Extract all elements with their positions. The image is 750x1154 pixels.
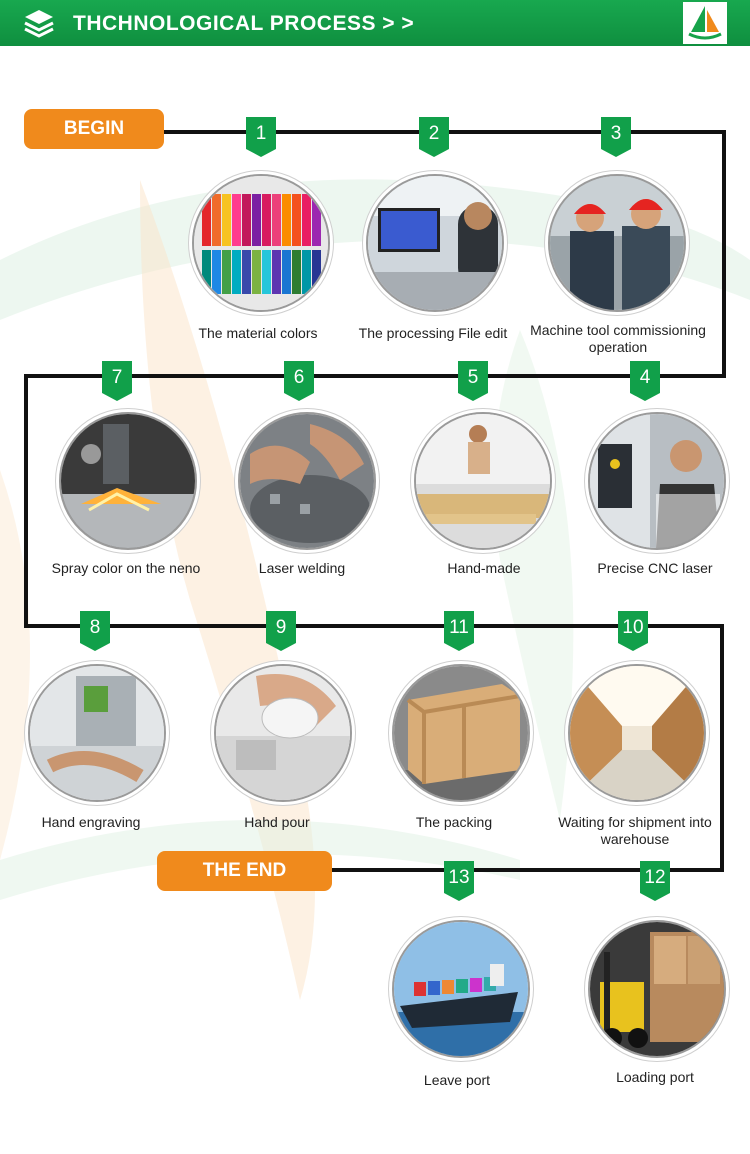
sailboat-logo-icon (688, 6, 722, 40)
hands-welding-parts-photo (238, 412, 376, 550)
step-caption: The material colors (198, 325, 318, 341)
layers-icon (24, 10, 54, 38)
step-number: 1 (255, 123, 267, 144)
acrylic-color-sheets-photo (192, 174, 330, 312)
step-caption: Machine tool commissioning operation (530, 322, 706, 355)
step-number: 8 (89, 617, 101, 638)
forklift-loading-photo (588, 920, 726, 1058)
step-number: 10 (622, 617, 644, 638)
step-number-badge: 7 (102, 361, 132, 401)
step-number-badge: 10 (618, 611, 648, 651)
step-number-badge: 11 (444, 611, 474, 651)
cnc-operator-photo (588, 412, 726, 550)
company-logo (683, 2, 727, 44)
step-number-badge: 1 (246, 117, 276, 157)
step-caption: Hahd pour (244, 814, 310, 830)
step-number-badge: 4 (630, 361, 660, 401)
step-number: 12 (644, 867, 666, 888)
step-caption: The packing (415, 814, 493, 830)
step-caption: Hand engraving (41, 814, 141, 830)
end-label: THE END (157, 851, 332, 891)
step-number: 6 (293, 367, 305, 388)
page-title: THCHNOLOGICAL PROCESS > > (73, 12, 415, 35)
step-number-badge: 2 (419, 117, 449, 157)
step-number-badge: 6 (284, 361, 314, 401)
workers-with-hard-hats-photo (548, 174, 686, 312)
warehouse-aisle-photo (568, 664, 706, 802)
step-number: 13 (448, 867, 470, 888)
begin-label: BEGIN (24, 109, 164, 149)
step-caption: Leave port (423, 1072, 491, 1088)
step-caption: The processing File edit (358, 325, 508, 341)
step-number-badge: 9 (266, 611, 296, 651)
wooden-crate-photo (392, 664, 530, 802)
step-number: 4 (639, 367, 651, 388)
container-ship-photo (392, 920, 530, 1058)
step-number: 3 (610, 123, 622, 144)
engraving-machine-photo (28, 664, 166, 802)
worker-hand-making-photo (414, 412, 552, 550)
step-number-badge: 8 (80, 611, 110, 651)
header-bar: THCHNOLOGICAL PROCESS > > (0, 0, 750, 46)
step-caption: Laser welding (258, 560, 346, 576)
laser-sparks-photo (59, 412, 197, 550)
step-caption: Loading port (616, 1069, 694, 1085)
step-caption: Spray color on the neno (51, 560, 201, 576)
pouring-resin-photo (214, 664, 352, 802)
step-number: 7 (111, 367, 123, 388)
step-number: 9 (275, 617, 287, 638)
step-number: 5 (467, 367, 479, 388)
step-caption: Hand-made (447, 560, 521, 576)
computer-file-editing-photo (366, 174, 504, 312)
step-number-badge: 13 (444, 861, 474, 901)
step-caption: Waiting for shipment into warehouse (558, 814, 712, 847)
step-number: 2 (428, 123, 440, 144)
step-number-badge: 12 (640, 861, 670, 901)
step-number-badge: 5 (458, 361, 488, 401)
step-caption: Precise CNC laser (597, 560, 713, 576)
step-number-badge: 3 (601, 117, 631, 157)
step-number: 11 (449, 617, 469, 638)
